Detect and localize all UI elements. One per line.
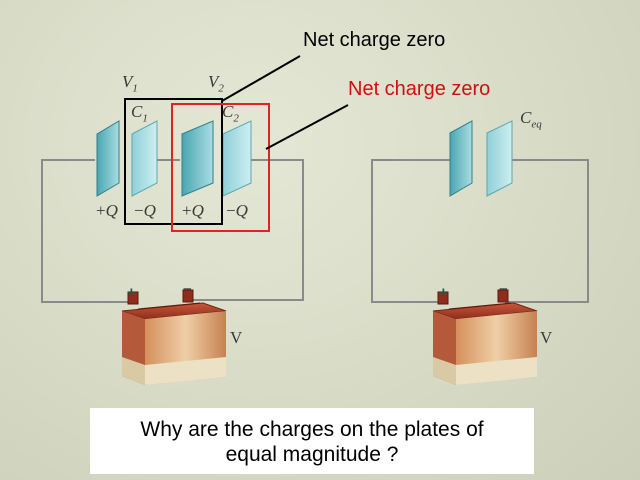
capacitor-c1 [96,120,158,197]
plate-ceq-positive [449,120,473,197]
right-circuit-wires [371,159,589,303]
battery-left-minus: − [183,281,192,298]
red-pointer-line [265,104,349,150]
plate-c2-negative [222,120,252,197]
charge-label-c2-minus: −Q [226,201,248,220]
plate-c1-negative [131,120,158,197]
plate-c1-positive [96,120,120,197]
v1-label: V1 [122,72,138,95]
plate-c2-positive [181,120,214,197]
capacitor-ceq [449,120,513,197]
battery-right [432,289,538,385]
plate-ceq-negative [486,120,513,197]
charge-label-c2-plus: +Q [182,201,204,220]
black-pointer-line [221,55,301,102]
battery-right-minus: − [499,281,508,298]
c2-label: C2 [222,102,239,125]
charge-label-c1-minus: −Q [134,201,156,220]
battery-left-voltage: V [230,328,243,347]
black-highlight-box [124,98,223,225]
red-highlight-box [171,103,270,232]
v2-label: V2 [208,72,224,95]
battery-left [121,289,227,385]
battery-left-plus: + [127,284,136,301]
battery-right-plus: + [439,284,448,301]
battery-right-voltage: V [540,328,553,347]
ceq-label: Ceq [520,108,542,131]
net-charge-label-black: Net charge zero [303,29,446,51]
capacitor-c2 [181,120,252,197]
question-line-2: equal magnitude ? [225,443,399,466]
question-box: Why are the charges on the plates of equ… [90,408,534,474]
charge-label-c1-plus: +Q [96,201,118,220]
question-line-1: Why are the charges on the plates of [140,418,484,441]
net-charge-label-red: Net charge zero [348,78,491,100]
c1-label: C1 [131,102,148,125]
